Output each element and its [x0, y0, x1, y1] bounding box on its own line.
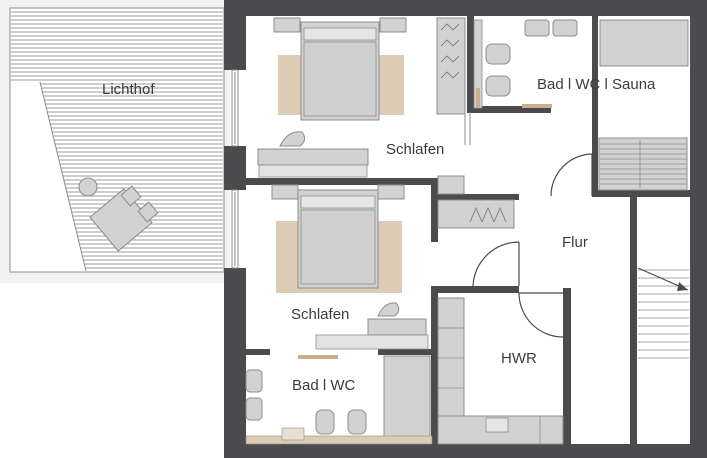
sink [245, 397, 263, 421]
room-label-bad-wc-sauna: Bad l WC l Sauna [537, 76, 656, 93]
desk-chair [377, 302, 400, 317]
room-label-lichthof: Lichthof [102, 81, 155, 98]
bedroom-2 [271, 184, 429, 359]
vanity [245, 435, 433, 445]
nightstand [377, 184, 405, 200]
sink [552, 19, 578, 37]
lichthof-courtyard [0, 0, 230, 283]
sink [245, 369, 263, 393]
toilet [315, 409, 335, 435]
wall-top [224, 0, 707, 16]
blanket [300, 209, 376, 285]
room-label-schlafen-bottom: Schlafen [291, 306, 350, 323]
wall-closet [431, 178, 438, 242]
bidet [485, 75, 511, 97]
wall-right [690, 0, 707, 458]
room-label-flur: Flur [562, 234, 588, 251]
wall-left [224, 268, 246, 458]
toilet [485, 43, 511, 65]
utility-sink [485, 417, 509, 433]
sauna-slats [600, 143, 687, 185]
room-label-hwr: HWR [501, 350, 537, 367]
wall-bath-bottom [467, 106, 551, 113]
door-swing [550, 153, 593, 197]
wall-bottom [224, 444, 707, 458]
bidet [347, 409, 367, 435]
wall-sauna-bottom [592, 190, 690, 197]
patio-table [89, 188, 153, 252]
shower [383, 355, 431, 439]
walls [224, 0, 707, 458]
stool [78, 177, 98, 197]
cabinet [437, 175, 465, 195]
wall-hwr-left [431, 286, 438, 444]
wall-hwr-right [563, 288, 571, 444]
blanket [303, 41, 377, 117]
desk-chair [279, 131, 306, 147]
pillow [303, 27, 377, 41]
wall-bath-left [467, 16, 474, 112]
shower [599, 19, 689, 67]
bath-wc [245, 355, 433, 445]
deck-planks [11, 11, 223, 269]
utility-room [437, 297, 564, 445]
hangers [440, 23, 460, 79]
hangers [469, 206, 507, 223]
shelf [315, 334, 429, 350]
shelf [258, 164, 368, 178]
bath-wc-sauna [473, 19, 689, 191]
wall-bath-top [378, 349, 434, 355]
desk [367, 318, 427, 336]
wall-left [224, 0, 246, 70]
wall-bath-top [246, 349, 270, 355]
patio-chair [137, 201, 159, 223]
room-label-bad-wc: Bad l WC [292, 377, 356, 394]
hallway [437, 153, 593, 338]
desk [257, 148, 369, 166]
nightstand [379, 17, 407, 33]
staircase [637, 267, 689, 359]
hall-closet [437, 199, 515, 229]
wall-closet-top [431, 194, 519, 200]
pillow [300, 195, 376, 209]
towel [476, 88, 480, 108]
nightstand [271, 184, 299, 200]
door-threshold [298, 355, 338, 359]
wall-stair [630, 197, 637, 444]
wall-hwr-top [431, 286, 519, 293]
door-swing [472, 241, 520, 287]
bath-mat [281, 427, 305, 441]
bedroom-1 [257, 17, 471, 195]
door-swing [518, 292, 564, 338]
patio-chair [120, 185, 142, 207]
nightstand [273, 17, 301, 33]
wall-bedrooms [246, 178, 436, 185]
utility-cabinet [437, 297, 465, 417]
windows [231, 69, 239, 269]
deck-wedge [11, 82, 86, 271]
door-threshold [522, 104, 552, 108]
wardrobe [436, 17, 466, 115]
deck-wedge-edge [39, 81, 87, 272]
wall-sauna-left [592, 16, 598, 196]
sink [524, 19, 550, 37]
wall-left [224, 146, 246, 190]
room-label-schlafen-top: Schlafen [386, 141, 445, 158]
